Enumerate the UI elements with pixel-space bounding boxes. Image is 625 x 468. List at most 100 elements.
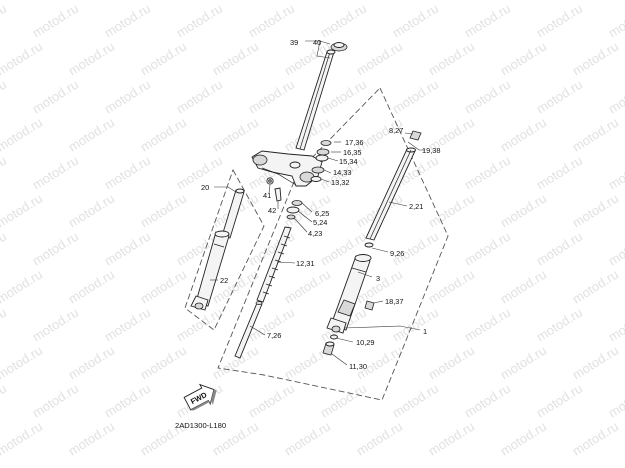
watermark-text: motod.ru: [0, 305, 9, 345]
watermark-text: motod.ru: [174, 153, 225, 193]
callout-42: 42: [268, 206, 276, 215]
callout-18-37: 18,37: [385, 297, 404, 306]
watermark-text: motod.ru: [246, 77, 297, 117]
watermark-text: motod.ru: [102, 229, 153, 269]
watermark-text: motod.ru: [318, 1, 369, 41]
watermark-text: motod.ru: [138, 267, 189, 307]
left-outer-tube: [190, 230, 230, 311]
watermark-text: motod.ru: [606, 229, 625, 269]
callout-40: 40: [313, 38, 321, 47]
watermark-text: motod.ru: [174, 305, 225, 345]
watermark-text: motod.ru: [138, 343, 189, 383]
watermark-text: motod.ru: [138, 115, 189, 155]
watermark-text: motod.ru: [0, 0, 45, 3]
watermark-text: motod.ru: [570, 115, 621, 155]
watermark-text: motod.ru: [534, 153, 585, 193]
watermark-text: motod.ru: [426, 39, 477, 79]
washer-41: [266, 177, 274, 185]
watermark-text: motod.ru: [138, 39, 189, 79]
watermark-text: motod.ru: [390, 305, 441, 345]
watermark-text: motod.ru: [498, 39, 549, 79]
right-outer-tube: [326, 254, 372, 334]
watermark-text: motod.ru: [30, 1, 81, 41]
lower-bracket: [251, 150, 323, 187]
fork-right-assembly-boundary: [217, 87, 449, 401]
watermark-text: motod.ru: [246, 1, 297, 41]
callout-12-31: 12,31: [296, 259, 315, 268]
watermark-text: motod.ru: [0, 381, 9, 421]
watermark-text: motod.ru: [354, 419, 405, 459]
watermark-text: motod.ru: [282, 419, 333, 459]
watermark-text: motod.ru: [606, 381, 625, 421]
watermark-text: motod.ru: [606, 153, 625, 193]
watermark-text: motod.ru: [426, 191, 477, 231]
watermark-text: motod.ru: [0, 39, 45, 79]
fork-spring: [256, 226, 292, 303]
watermark-text: motod.ru: [534, 1, 585, 41]
watermark-text: motod.ru: [30, 381, 81, 421]
watermark-text: motod.ru: [174, 1, 225, 41]
callout-22: 22: [220, 276, 228, 285]
watermark-text: motod.ru: [570, 267, 621, 307]
watermark-text: motod.ru: [0, 267, 45, 307]
watermark-text: motod.ru: [462, 381, 513, 421]
seal-washer-stack: [286, 200, 303, 220]
callout-20: 20: [201, 183, 209, 192]
steering-stem: [295, 49, 336, 151]
leader-lines: [210, 40, 425, 366]
cap-bolt: [409, 130, 422, 141]
fork-left-assembly-boundary: [184, 168, 265, 331]
watermark-text: motod.ru: [606, 305, 625, 345]
watermark-text: motod.ru: [102, 1, 153, 41]
watermark-text: motod.ru: [570, 191, 621, 231]
watermark-text: motod.ru: [30, 229, 81, 269]
watermark-text: motod.ru: [462, 77, 513, 117]
watermark-text: motod.ru: [30, 305, 81, 345]
watermark-text: motod.ru: [498, 343, 549, 383]
screw-42: [274, 187, 282, 202]
watermark-text: motod.ru: [66, 343, 117, 383]
watermark-text: motod.ru: [174, 77, 225, 117]
watermark-text: motod.ru: [0, 77, 9, 117]
watermark-text: motod.ru: [426, 419, 477, 459]
drain-bolt: [364, 300, 375, 311]
watermark-text: motod.ru: [426, 343, 477, 383]
watermark-text: motod.ru: [498, 419, 549, 459]
watermark-text: motod.ru: [138, 191, 189, 231]
callout-1: 1: [423, 327, 427, 336]
watermark-text: motod.ru: [66, 115, 117, 155]
watermark-text: motod.ru: [30, 153, 81, 193]
callout-15-34: 15,34: [339, 157, 358, 166]
right-inner-tube: [365, 147, 416, 241]
watermark-text: motod.ru: [570, 39, 621, 79]
watermark-text: motod.ru: [0, 153, 9, 193]
callout-41: 41: [263, 191, 271, 200]
watermark-text: motod.ru: [66, 39, 117, 79]
watermark-text: motod.ru: [102, 305, 153, 345]
stem-cap-nut: [330, 42, 348, 52]
watermark-text: motod.ru: [0, 191, 45, 231]
forward-direction-arrow: FWD: [183, 383, 217, 411]
callout-7-26: 7,26: [267, 331, 281, 340]
watermark-text: motod.ru: [0, 419, 45, 459]
callout-2-21: 2,21: [409, 202, 423, 211]
watermark-text: motod.ru: [318, 381, 369, 421]
left-inner-tube: [221, 188, 245, 239]
watermark-text: motod.ru: [534, 381, 585, 421]
watermark-text: motod.ru: [66, 191, 117, 231]
watermark-text: motod.ru: [534, 77, 585, 117]
allen-bolt: [322, 341, 335, 356]
o-ring: [364, 242, 374, 248]
copper-washer: [330, 334, 338, 340]
watermark-text: motod.ru: [0, 229, 9, 269]
callout-8-27: 8,27: [389, 126, 403, 135]
watermark-text: motod.ru: [210, 343, 261, 383]
bearing-race-stack: [310, 140, 332, 182]
watermark-text: motod.ru: [390, 77, 441, 117]
watermark-text: motod.ru: [102, 77, 153, 117]
callout-14-33: 14,33: [333, 168, 352, 177]
damper-rod: [234, 301, 263, 359]
callout-5-24: 5,24: [313, 218, 327, 227]
watermark-text: motod.ru: [30, 77, 81, 117]
